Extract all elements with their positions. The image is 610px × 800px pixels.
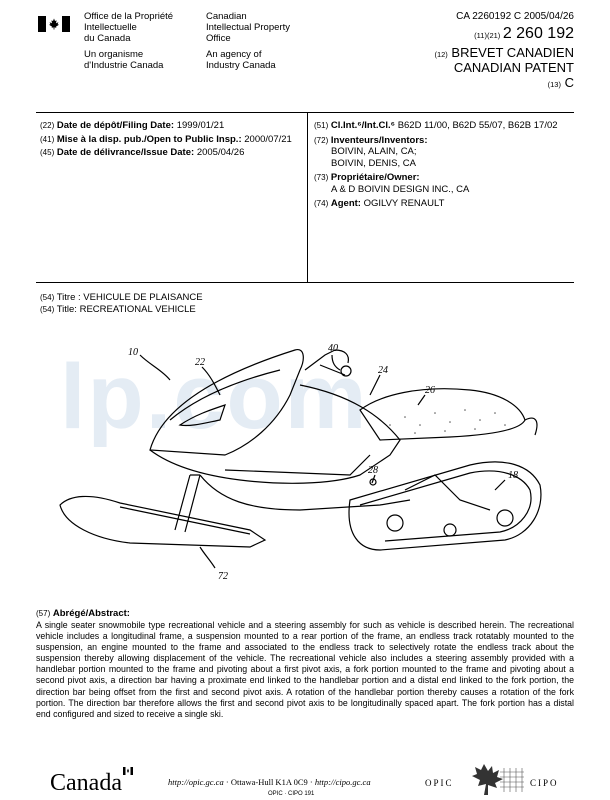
label-40: 40 [328,343,338,354]
label-18: 18 [508,470,518,481]
suspension [404,474,491,511]
abstract-text: A single seater snowmobile type recreati… [36,620,574,719]
open-insp-row: (41) Mise à la disp. pub./Open to Public… [40,133,292,145]
ski [59,495,267,548]
label-22: 22 [195,357,205,368]
agent-row: (74) Agent: OGILVY RENAULT [314,198,445,209]
canada-wordmark: Canada [50,770,122,796]
snowmobile-drawing: 10 22 40 24 26 28 18 72 [59,343,542,582]
issue-date-row: (45) Date de délivrance/Issue Date: 2005… [40,147,245,158]
office-fr: Office de la Propriété Intellectuelle du… [84,11,174,71]
seat [359,388,526,441]
label-28: 28 [368,465,378,476]
doc-reference: CA 2260192 C 2005/04/26 [456,11,574,22]
canada-flag-icon [38,16,70,32]
patent-number: 2 260 192 [502,24,574,42]
footer-code: OPIC · CIPO 191 [268,791,315,797]
brevet-title: BREVET CANADIEN [451,44,574,60]
office-en: Canadian Intellectual Property Office An… [206,11,290,71]
label-24: 24 [378,365,388,376]
hood [149,348,304,456]
url-en[interactable]: http://cipo.gc.ca [314,777,371,787]
titles: (54) Titre : VEHICULE DE PLAISANCE (54) … [40,292,203,315]
title-fr-row: (54) Titre : VEHICULE DE PLAISANCE [40,292,203,303]
abstract-heading: (57) Abrégé/Abstract: [36,608,130,619]
title-fr: VEHICULE DE PLAISANCE [83,292,203,303]
label-26: 26 [425,385,435,396]
city-address: Ottawa-Hull K1A 0C9 [230,777,308,787]
url-fr[interactable]: http://opic.gc.ca [168,777,224,787]
inventors-label-row: (72) Inventeurs/Inventors: [314,134,428,146]
cipo-label: CIPO [530,778,559,788]
classification-row: (51) Cl.Int.⁶/Int.Cl.⁶ B62D 11/00, B62D … [314,120,558,131]
inventor: BOIVIN, DENIS, CA [331,157,416,169]
body [149,384,401,484]
left-fields: (22) Date de dépôt/Filing Date: 1999/01/… [40,120,305,159]
column-divider [307,112,308,282]
footer-contact: http://opic.gc.ca · Ottawa-Hull K1A 0C9 … [168,777,371,787]
handlebar [304,349,350,376]
wordmark-flag-icon [123,767,133,775]
opic-label: OPIC [425,778,454,788]
patent-title: CANADIAN PATENT [453,59,574,75]
kind-code: C [564,74,574,90]
watermark: lp.com [60,346,369,448]
label-72: 72 [218,571,228,582]
owner: A & D BOIVIN DESIGN INC., CA [331,183,470,195]
patent-header: CA 2260192 C 2005/04/26 (11)(21) 2 260 1… [434,11,574,90]
owner-label-row: (73) Propriétaire/Owner: [314,172,420,183]
label-10: 10 [128,347,138,358]
title-en: RECREATIONAL VEHICLE [79,303,196,315]
right-fields: (51) Cl.Int.⁶/Int.Cl.⁶ B62D 11/00, B62D … [314,120,576,210]
cipo-logo-icon [472,764,524,795]
track [348,461,542,551]
divider [36,112,574,113]
ski-fork [174,474,201,533]
inventor: BOIVIN, ALAIN, CA; [331,146,417,157]
divider [36,282,574,283]
title-en-row: (54) Title: RECREATIONAL VEHICLE [40,303,196,315]
filing-date-row: (22) Date de dépôt/Filing Date: 1999/01/… [40,120,225,131]
